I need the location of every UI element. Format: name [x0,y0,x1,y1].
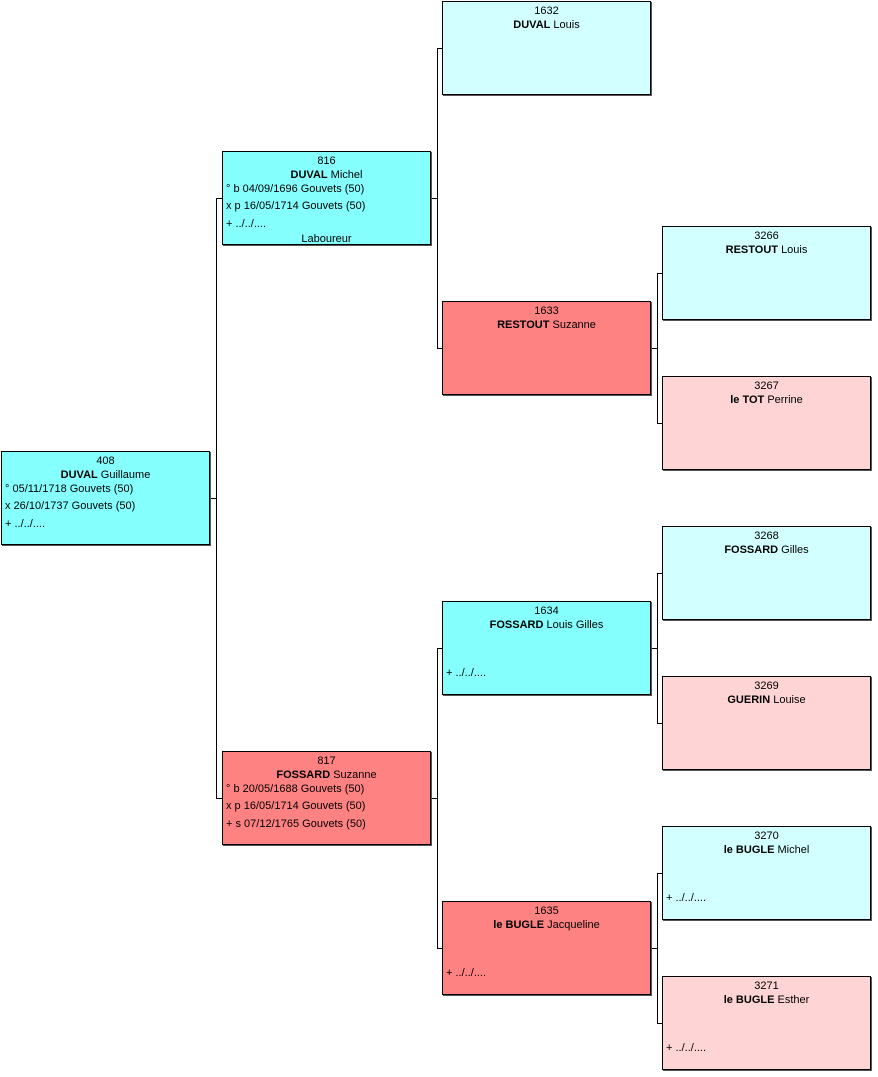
person-box-1635[interactable]: 1635 le BUGLE Jacqueline + ../../.... [442,901,651,995]
person-box-3271[interactable]: 3271 le BUGLE Esther + ../../.... [662,976,871,1070]
person-name: GUERIN Louise [663,693,870,707]
person-box-1633[interactable]: 1633 RESTOUT Suzanne [442,301,651,395]
death-line: + ../../.... [226,218,267,230]
given-name: Suzanne [552,319,596,331]
death-line: + ../../.... [5,518,46,530]
sosa-number: 1632 [534,5,559,17]
surname: RESTOUT [725,244,778,256]
person-box-817[interactable]: 817 FOSSARD Suzanne ° b 20/05/1688 Gouve… [222,751,431,845]
person-name: RESTOUT Suzanne [443,318,650,332]
given-name: Perrine [767,394,803,406]
person-name: le BUGLE Esther [663,993,870,1007]
person-name: DUVAL Guillaume [2,468,209,482]
sosa-number: 408 [96,455,115,467]
person-name: RESTOUT Louis [663,243,870,257]
given-name: Louis [553,19,580,31]
marriage-line: x 26/10/1737 Gouvets (50) [5,500,136,512]
death-line: + ../../.... [666,892,707,904]
surname: DUVAL [290,169,328,181]
person-name: DUVAL Michel [223,168,430,182]
given-name: Gilles [781,544,809,556]
birth-line: ° 05/11/1718 Gouvets (50) [5,483,134,495]
birth-line: ° b 04/09/1696 Gouvets (50) [226,183,365,195]
sosa-number: 1635 [534,905,559,917]
person-box-3266[interactable]: 3266 RESTOUT Louis [662,226,871,320]
given-name: Esther [777,994,810,1006]
bracket-1633-parents [657,273,664,424]
sosa-number: 3271 [754,980,779,992]
person-box-816[interactable]: 816 DUVAL Michel ° b 04/09/1696 Gouvets … [222,151,431,245]
given-name: Louis Gilles [546,619,604,631]
person-name: le TOT Perrine [663,393,870,407]
given-name: Louis [781,244,808,256]
death-line: + ../../.... [446,967,487,979]
surname: RESTOUT [497,319,550,331]
surname: FOSSARD [276,769,331,781]
person-name: DUVAL Louis [443,18,650,32]
bracket-1634-parents [657,573,664,724]
person-name: FOSSARD Suzanne [223,768,430,782]
marriage-line: x p 16/05/1714 Gouvets (50) [226,800,366,812]
person-name: le BUGLE Michel [663,843,870,857]
bracket-408-parents [216,198,223,799]
bracket-817-parents [437,648,444,949]
birth-line: ° b 20/05/1688 Gouvets (50) [226,783,365,795]
person-box-408[interactable]: 408 DUVAL Guillaume ° 05/11/1718 Gouvets… [1,451,210,545]
marriage-line: x p 16/05/1714 Gouvets (50) [226,200,366,212]
death-line: + s 07/12/1765 Gouvets (50) [226,818,366,830]
person-box-1632[interactable]: 1632 DUVAL Louis [442,1,651,95]
surname: GUERIN [727,694,771,706]
surname: FOSSARD [724,544,779,556]
sosa-number: 817 [317,755,336,767]
occupation: Laboureur [301,233,352,245]
person-name: FOSSARD Louis Gilles [443,618,650,632]
person-box-3269[interactable]: 3269 GUERIN Louise [662,676,871,770]
person-name: le BUGLE Jacqueline [443,918,650,932]
surname: le BUGLE [723,994,775,1006]
person-box-3270[interactable]: 3270 le BUGLE Michel + ../../.... [662,826,871,920]
sosa-number: 3269 [754,680,779,692]
person-box-3267[interactable]: 3267 le TOT Perrine [662,376,871,470]
surname: le TOT [730,394,765,406]
sosa-number: 3266 [754,230,779,242]
given-name: Jacqueline [547,919,600,931]
death-line: + ../../.... [446,667,487,679]
sosa-number: 3268 [754,530,779,542]
sosa-number: 3267 [754,380,779,392]
surname: FOSSARD [489,619,544,631]
bracket-1635-parents [657,873,664,1024]
person-box-3268[interactable]: 3268 FOSSARD Gilles [662,526,871,620]
person-name: FOSSARD Gilles [663,543,870,557]
bracket-816-parents [437,48,444,349]
sosa-number: 3270 [754,830,779,842]
sosa-number: 1634 [534,605,559,617]
sosa-number: 816 [317,155,336,167]
surname: DUVAL [60,469,98,481]
surname: le BUGLE [723,844,775,856]
surname: le BUGLE [493,919,545,931]
given-name: Michel [330,169,363,181]
death-line: + ../../.... [666,1042,707,1054]
surname: DUVAL [513,19,551,31]
given-name: Michel [777,844,810,856]
given-name: Louise [773,694,806,706]
sosa-number: 1633 [534,305,559,317]
person-box-1634[interactable]: 1634 FOSSARD Louis Gilles + ../../.... [442,601,651,695]
given-name: Guillaume [100,469,151,481]
given-name: Suzanne [333,769,377,781]
